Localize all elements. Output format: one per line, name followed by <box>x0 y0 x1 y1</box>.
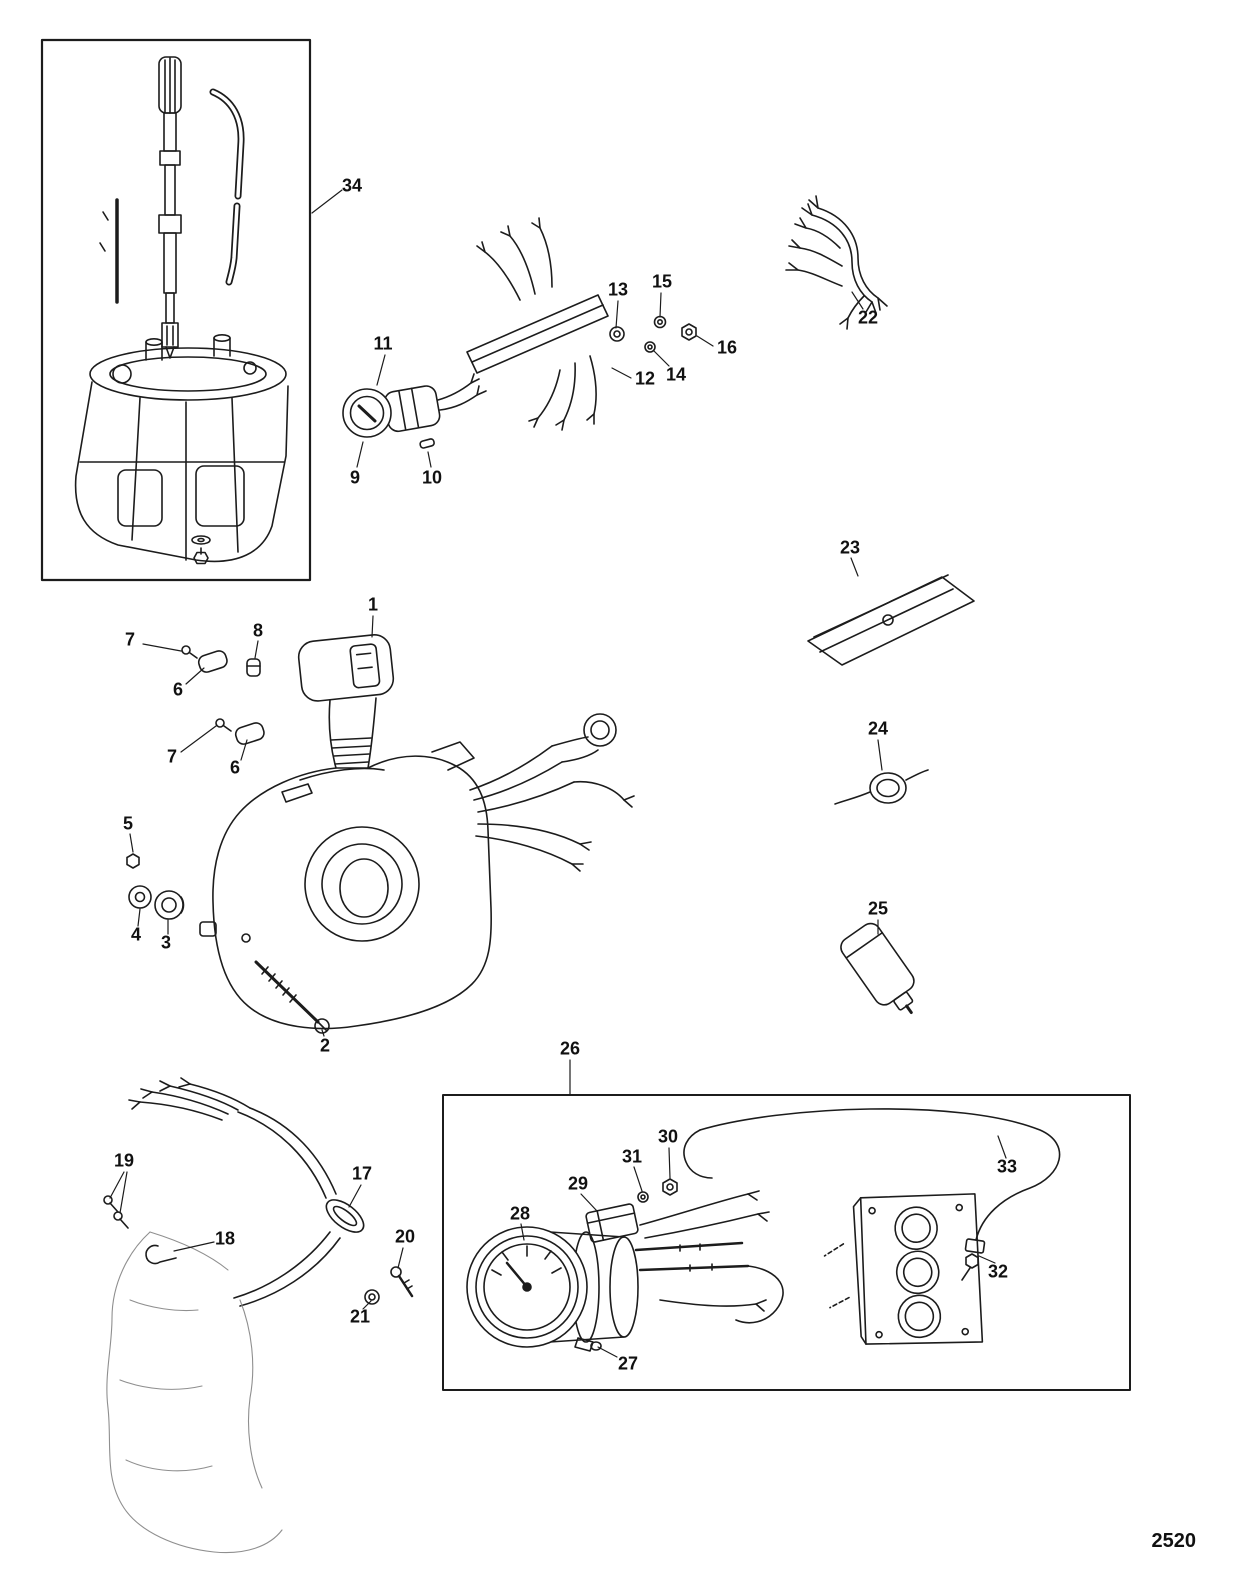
part-callout-4: 4 <box>130 924 142 945</box>
part-callout-7: 7 <box>166 746 178 767</box>
switch-clip-drawing <box>419 438 435 449</box>
cable-sensor-drawing <box>961 1238 986 1281</box>
part-callout-25: 25 <box>867 898 889 919</box>
part-callout-1: 1 <box>367 594 379 615</box>
part-callout-16: 16 <box>716 337 738 358</box>
part-callout-11: 11 <box>373 333 393 354</box>
terminal-hardware-drawing <box>609 315 697 353</box>
gauge-bracket-drawing <box>585 1203 639 1243</box>
knob-hardware-drawing <box>126 853 185 920</box>
tachometer-drawing <box>466 1226 639 1348</box>
part-callout-22: 22 <box>857 307 879 328</box>
tach-cable-drawing <box>683 1108 1061 1241</box>
gauge-wires-drawing <box>639 1190 784 1324</box>
housing-bolt-drawing <box>191 535 211 565</box>
driveshaft-inset-box <box>40 38 312 582</box>
part-callout-3: 3 <box>160 932 172 953</box>
part-callout-9: 9 <box>349 467 361 488</box>
part-callout-12: 12 <box>634 368 656 389</box>
driveshaft-drawing <box>158 56 182 359</box>
part-callout-13: 13 <box>607 279 629 300</box>
part-callout-14: 14 <box>665 364 687 385</box>
tools-pouch-drawing <box>807 574 975 666</box>
cylinder-block-drawing <box>823 1193 984 1345</box>
part-callout-2: 2 <box>319 1035 331 1056</box>
part-callout-28: 28 <box>509 1203 531 1224</box>
callout-leader-lines <box>109 189 1007 1358</box>
part-callout-23: 23 <box>839 537 861 558</box>
part-callout-15: 15 <box>651 271 673 292</box>
part-callout-30: 30 <box>657 1126 679 1147</box>
part-callout-6: 6 <box>229 757 241 778</box>
mounting-bolt-drawing <box>254 960 330 1034</box>
part-callout-10: 10 <box>421 467 443 488</box>
lanyard-drawing <box>834 769 929 805</box>
part-callout-17: 17 <box>351 1163 373 1184</box>
page-number: 2520 <box>1151 1530 1197 1552</box>
shift-rod-drawing <box>209 88 245 286</box>
driveshaft-housing-drawing <box>74 333 289 563</box>
part-callout-7: 7 <box>124 629 136 650</box>
gauge-nut-washer-drawing <box>637 1178 678 1203</box>
part-callout-29: 29 <box>567 1173 589 1194</box>
remote-control-drawing <box>199 634 635 1030</box>
part-callout-24: 24 <box>867 718 889 739</box>
part-callout-18: 18 <box>214 1228 236 1249</box>
part-callout-26: 26 <box>559 1038 581 1059</box>
ignition-key-switch-drawing <box>342 373 487 438</box>
dowel-rod-drawing <box>99 198 119 304</box>
harness-clamp-assembly-drawing <box>103 1077 414 1307</box>
wiring-harness-bracket-drawing <box>466 217 609 431</box>
part-callout-5: 5 <box>122 813 134 834</box>
part-callout-6: 6 <box>172 679 184 700</box>
part-callout-20: 20 <box>394 1226 416 1247</box>
part-callout-32: 32 <box>987 1261 1009 1282</box>
gauge-studs-drawing <box>634 1241 750 1272</box>
part-callout-27: 27 <box>617 1353 639 1374</box>
part-callout-33: 33 <box>996 1156 1018 1177</box>
engine-outline-sketch <box>106 1231 283 1554</box>
part-callout-34: 34 <box>341 175 363 196</box>
engine-harness-drawing <box>785 195 888 330</box>
bulb-drawing <box>574 1337 602 1352</box>
lubricant-tube-drawing <box>840 922 915 1015</box>
part-callout-21: 21 <box>349 1306 371 1327</box>
part-callout-31: 31 <box>621 1146 643 1167</box>
part-callout-8: 8 <box>252 620 264 641</box>
friction-block-parts-drawing <box>181 645 265 745</box>
part-callout-19: 19 <box>113 1150 135 1171</box>
tachometer-kit-box <box>442 1094 1131 1391</box>
